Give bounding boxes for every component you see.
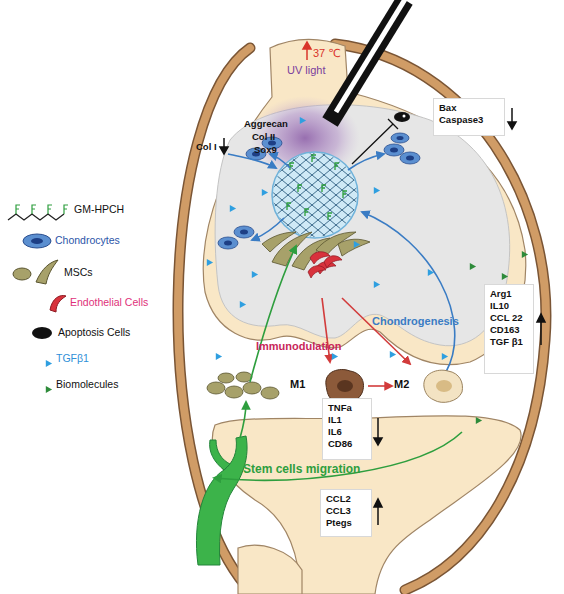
- cell-body: [424, 370, 463, 402]
- process-label: Stem cells migration: [243, 462, 360, 476]
- legend-text: Chondrocytes: [55, 234, 120, 246]
- marker-text: CCL2: [326, 493, 366, 505]
- apoptosis-cell: [394, 112, 410, 122]
- marker-box: BaxCaspase3: [433, 98, 505, 136]
- cell-label: M2: [394, 378, 409, 390]
- marker-text: CCL3: [326, 505, 366, 517]
- marker-box: Arg1IL10CCL 22CD163TGF β1: [484, 284, 534, 374]
- legend-text: GM-HPCH: [74, 203, 124, 215]
- legend-samples: [8, 205, 68, 393]
- marker-text: CD86: [328, 438, 366, 450]
- endothelial-cells: [308, 252, 342, 278]
- marker-label: Col I: [196, 141, 217, 152]
- hydrogel: [272, 152, 358, 238]
- stimulus-label: UV light: [287, 64, 326, 76]
- trend-arrows: [220, 42, 545, 525]
- chondrocyte-cells: [218, 133, 420, 249]
- marker-text: IL6: [328, 426, 366, 438]
- legend-text: MSCs: [64, 266, 93, 278]
- macrophage-cell: M2: [392, 365, 464, 407]
- fibula-bone: [238, 545, 302, 594]
- legend-text: Apoptosis Cells: [58, 326, 130, 338]
- marker-text: IL10: [490, 300, 528, 312]
- femur-bone: [203, 39, 525, 364]
- marker-text: Arg1: [490, 288, 528, 300]
- marker-text: TGF β1: [490, 336, 528, 348]
- marker-label: Col II: [252, 131, 275, 142]
- marker-text: Bax: [439, 102, 499, 114]
- stem-cell-niche: [196, 436, 247, 565]
- marker-label: Aggrecan: [244, 118, 288, 129]
- marker-box: TNFaIL1IL6CD86: [322, 398, 372, 460]
- temperature-label: 37 ℃: [313, 47, 341, 60]
- marker-text: Caspase3: [439, 114, 499, 126]
- cell-nucleus: [436, 380, 452, 392]
- marker-text: CCL 22: [490, 312, 528, 324]
- marker-box: CCL2CCL3Ptegs: [320, 489, 372, 537]
- arthroscope: [330, 0, 407, 122]
- process-label: Immunodulation: [256, 340, 342, 352]
- legend-text: Biomolecules: [56, 378, 118, 390]
- marker-text: TNFa: [328, 402, 366, 414]
- legend-text: Endothelial Cells: [70, 296, 148, 308]
- marker-text: Ptegs: [326, 517, 366, 529]
- legend-text: TGFβ1: [56, 352, 89, 364]
- process-arrows: [214, 119, 462, 480]
- polarization-arrow: [368, 385, 392, 387]
- cell-nucleus: [337, 380, 353, 392]
- process-label: Chondrogenesis: [372, 315, 459, 327]
- marker-text: CD163: [490, 324, 528, 336]
- marker-label: Sox9: [254, 144, 277, 155]
- cartilage-layer: [215, 105, 510, 346]
- marker-text: IL1: [328, 414, 366, 426]
- cell-label: M1: [290, 378, 305, 390]
